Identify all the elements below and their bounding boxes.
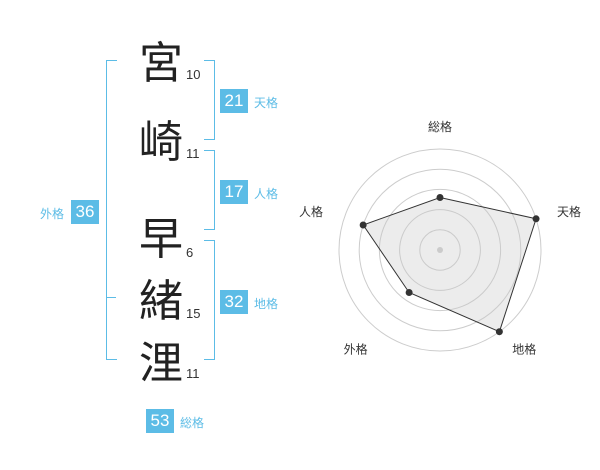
gaikaku-bracket [106, 60, 117, 360]
radar-axis-label: 総格 [428, 119, 452, 134]
radar-point-2 [532, 215, 540, 223]
radar-point-5 [359, 221, 367, 229]
soukaku-label: 総格 [180, 416, 205, 430]
gaikaku-value: 36 [71, 200, 99, 224]
tenkaku-value: 21 [220, 89, 248, 113]
jinkaku-bracket [204, 150, 215, 230]
radar-series-area [362, 196, 537, 333]
stroke-count-4: 15 [186, 306, 201, 321]
radar-point-4 [405, 288, 413, 296]
stroke-count-5: 11 [186, 366, 200, 381]
soukaku-value: 53 [146, 409, 174, 433]
radar-axis-label: 外格 [344, 342, 368, 357]
name-char-4: 緒 [139, 276, 183, 327]
radar-point-3 [495, 328, 503, 336]
radar-grid-ring [399, 209, 481, 291]
radar-center-dot [437, 247, 443, 253]
radar-point-1 [436, 193, 444, 201]
tenkaku-bracket [204, 60, 215, 140]
jinkaku-value: 17 [220, 180, 248, 204]
jinkaku-label: 人格 [254, 187, 279, 201]
name-char-1: 宮 [139, 38, 183, 89]
name-char-2: 崎 [139, 117, 183, 168]
chikaku-value: 32 [220, 290, 248, 314]
radar-axis-label: 天格 [557, 204, 581, 219]
radar-grid-ring [358, 168, 522, 332]
name-char-3: 早 [139, 214, 183, 265]
chikaku-label: 地格 [254, 297, 279, 311]
radar-grid-ring [378, 188, 502, 312]
radar-grid-ring [419, 229, 461, 271]
stroke-count-3: 6 [186, 245, 194, 260]
tenkaku-label: 天格 [254, 96, 279, 110]
stroke-count-2: 11 [186, 146, 200, 161]
radar-grid-ring [338, 148, 542, 352]
radar-axis-label: 地格 [512, 342, 536, 357]
radar-axis-label: 人格 [299, 204, 323, 219]
stroke-count-1: 10 [186, 67, 201, 82]
gaikaku-bracket-divider [106, 297, 116, 298]
name-char-5: 浬 [139, 338, 183, 389]
gaikaku-label: 外格 [40, 207, 65, 221]
chikaku-bracket [204, 240, 215, 360]
